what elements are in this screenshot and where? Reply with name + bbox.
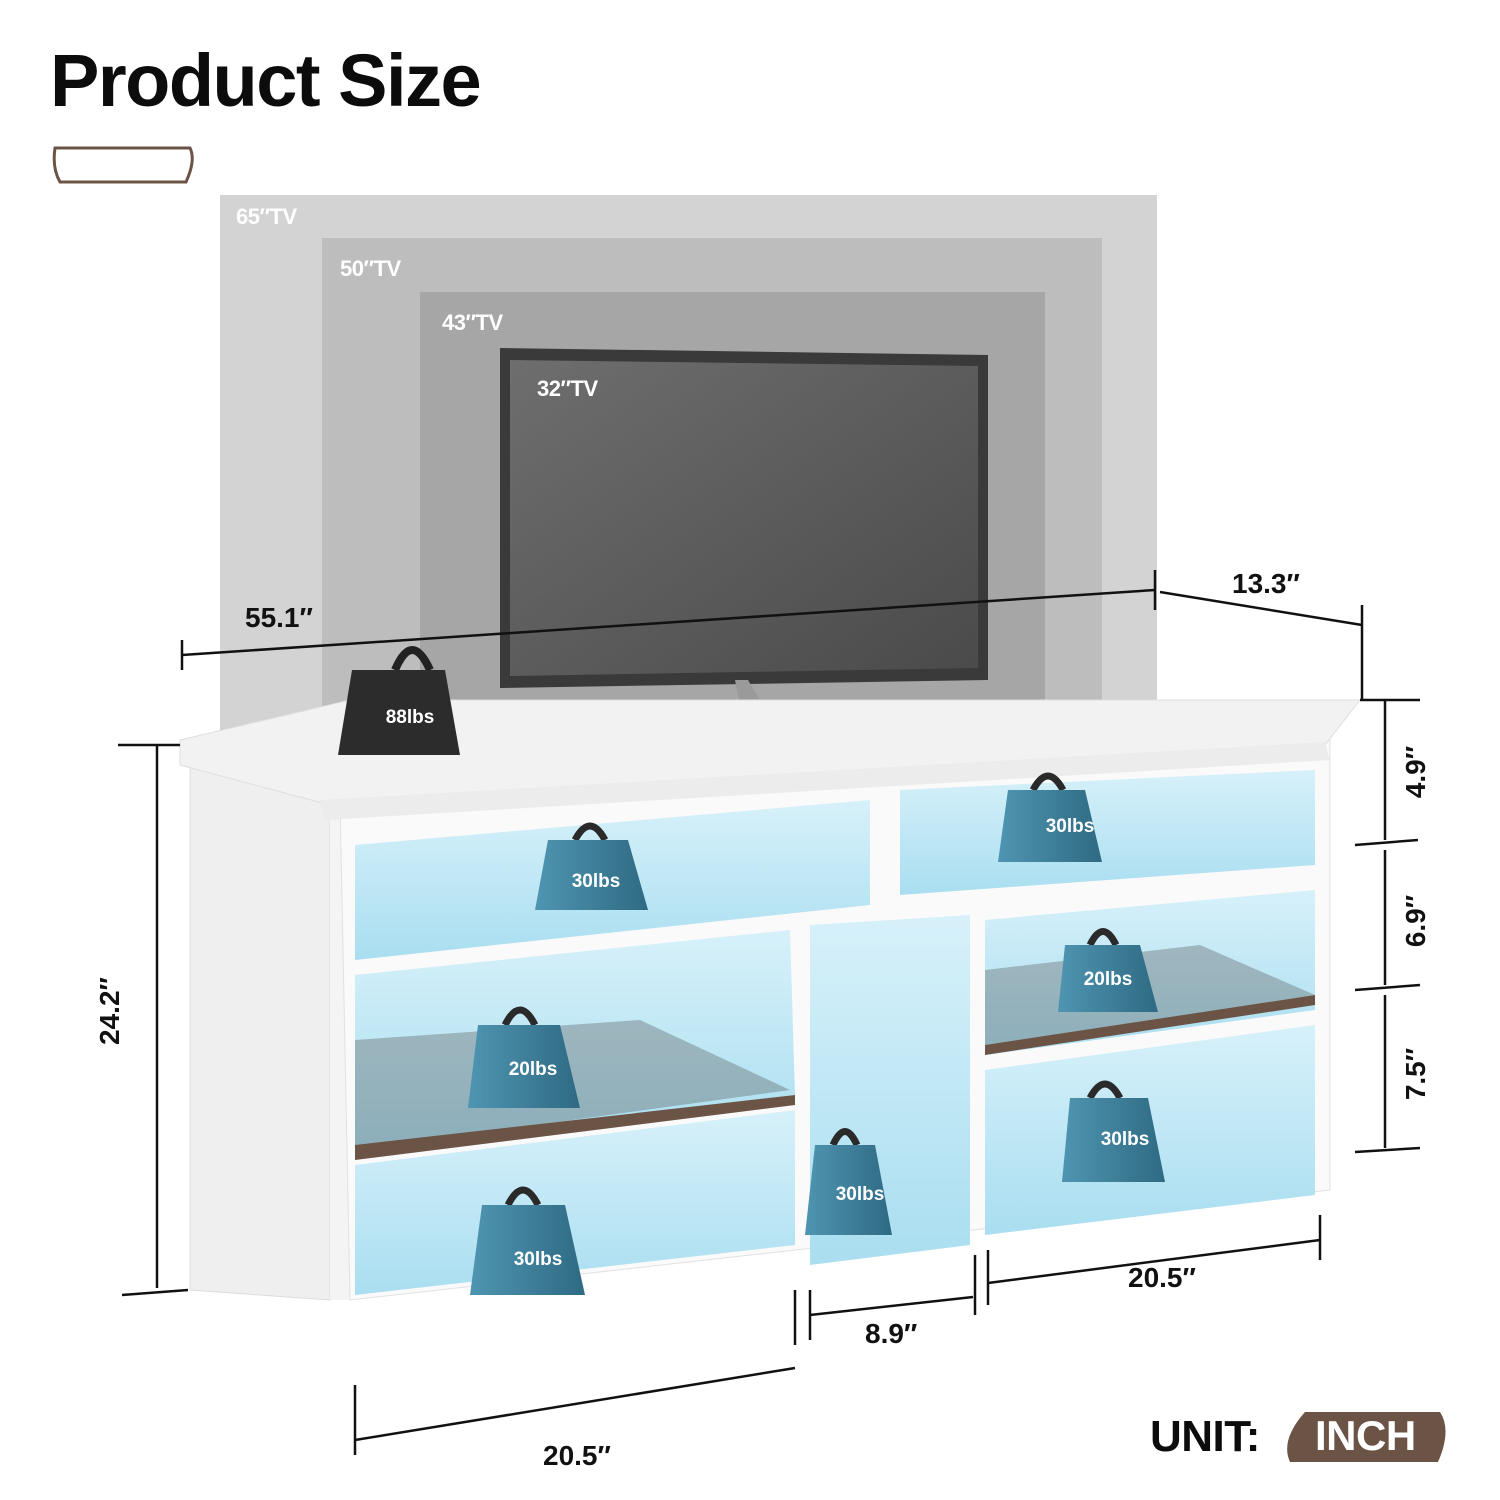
- tv-32-label: 32″TV: [537, 376, 598, 401]
- weight-upper-left-label: 30lbs: [571, 871, 621, 892]
- tv-32-monitor: [500, 348, 988, 730]
- weight-center-label: 30lbs: [835, 1184, 885, 1205]
- weight-30-center-icon: [805, 1128, 892, 1235]
- compartment-bottom-left: [355, 1110, 795, 1295]
- weight-30-upper-left-icon: [535, 822, 648, 910]
- left-bay-dimension: 20.5″: [543, 1440, 611, 1471]
- width-dimension: 55.1″: [245, 602, 313, 633]
- lower-section-dimension: 7.5″: [1400, 1047, 1432, 1101]
- unit-label: UNIT:: [1150, 1412, 1260, 1461]
- unit-badge: [1287, 1412, 1446, 1462]
- weight-30-upper-right-icon: [998, 772, 1102, 862]
- weight-20-mid-right-icon: [1058, 928, 1158, 1012]
- compartment-mid-left: [355, 930, 795, 1150]
- weight-bottom-left-label: 30lbs: [513, 1249, 563, 1270]
- weight-mid-right-label: 20lbs: [1083, 969, 1133, 990]
- unit-value: INCH: [1315, 1412, 1416, 1459]
- weight-mid-left-label: 20lbs: [508, 1059, 558, 1080]
- dimension-lines: [118, 570, 1421, 1455]
- weight-88-icon: [338, 646, 460, 755]
- tv-50-label: 50″TV: [340, 256, 401, 281]
- weight-upper-right-label: 30lbs: [1045, 816, 1095, 837]
- tv-65-label: 65″TV: [236, 204, 297, 229]
- tv-43-label: 43″TV: [442, 310, 503, 335]
- weight-20-mid-left-icon: [468, 1006, 580, 1108]
- top-section-dimension: 4.9″: [1400, 745, 1432, 799]
- tv-stand: [179, 699, 1362, 1301]
- compartment-upper-right: [900, 770, 1315, 895]
- weight-top-label: 88lbs: [385, 707, 435, 728]
- page-title: Product Size: [50, 39, 482, 122]
- right-bay-dimension: 20.5″: [1128, 1262, 1196, 1293]
- weight-bottom-right-label: 30lbs: [1100, 1129, 1150, 1150]
- middle-section-dimension: 6.9″: [1400, 894, 1432, 948]
- depth-dimension: 13.3″: [1232, 568, 1300, 599]
- title-swoosh: [52, 146, 194, 184]
- center-bay-dimension: 8.9″: [865, 1318, 918, 1349]
- height-dimension: 24.2″: [93, 977, 125, 1045]
- weight-30-bottom-left-icon: [470, 1186, 585, 1295]
- weight-30-bottom-right-icon: [1062, 1080, 1165, 1182]
